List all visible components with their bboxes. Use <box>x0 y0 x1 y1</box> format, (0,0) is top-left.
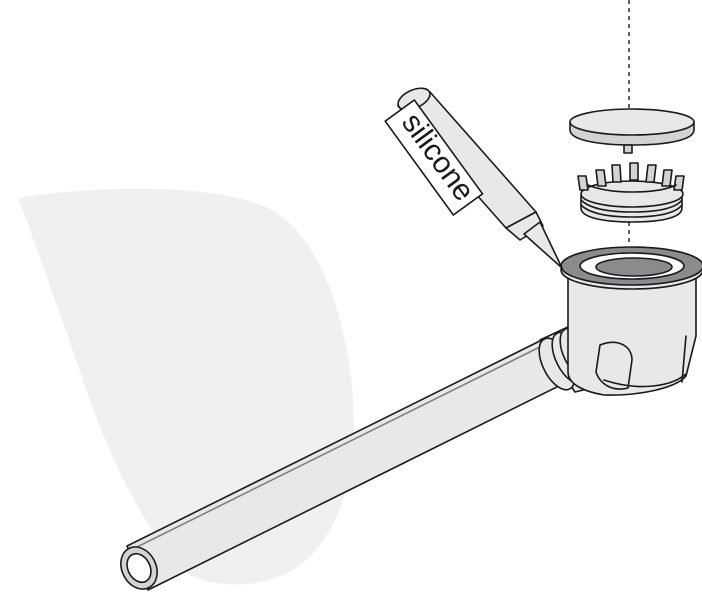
drain-cover-cap <box>570 109 694 153</box>
silicone-nozzle <box>524 222 562 268</box>
strainer-basket <box>578 163 684 222</box>
silicone-tube: silicone <box>385 84 562 268</box>
drain-flange <box>561 247 702 289</box>
